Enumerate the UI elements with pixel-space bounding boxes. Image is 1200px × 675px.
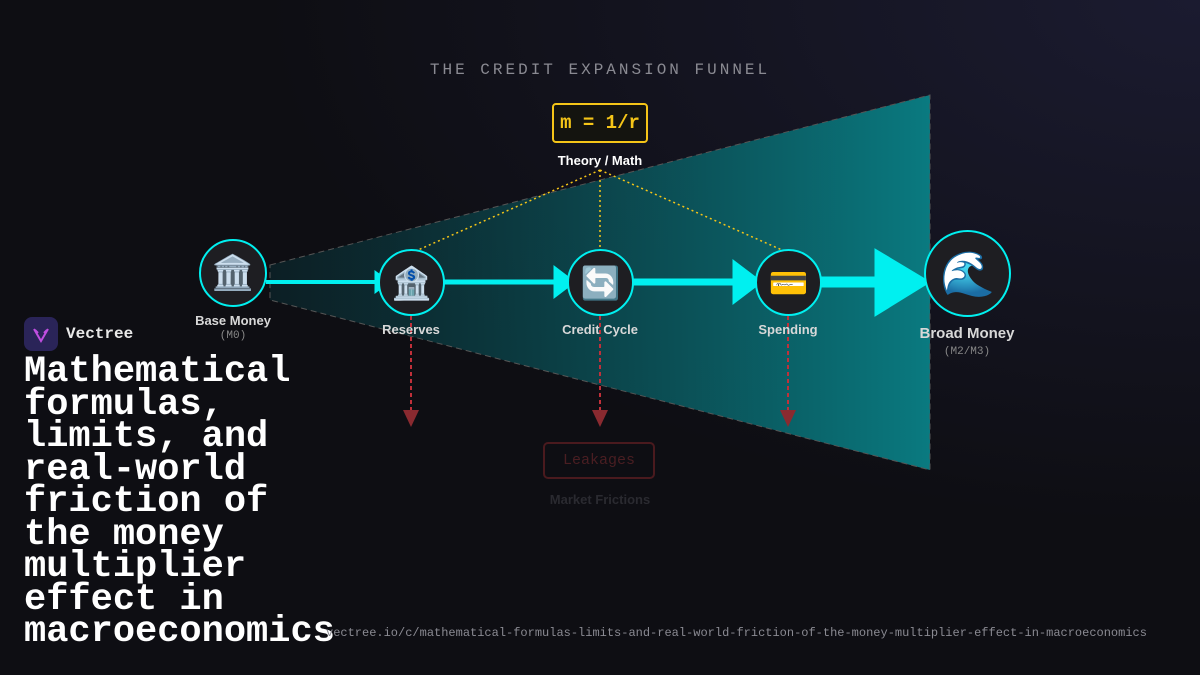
arrowhead: [732, 258, 763, 306]
node-sublabel: (M2/M3): [943, 346, 991, 358]
leakages-label: Market Frictions: [549, 492, 651, 507]
node-label: Broad Money: [919, 325, 1015, 342]
node-label: Base Money: [195, 313, 271, 328]
leakage-arrows: [403, 316, 796, 427]
credit-card-icon: 💳: [755, 249, 822, 316]
headline: Mathematical formulas, limits, and real-…: [24, 351, 335, 653]
cycle-arrows-icon: 🔄: [567, 249, 634, 316]
node-label: Credit Cycle: [562, 322, 638, 337]
brand-name: Vectree: [66, 325, 134, 343]
diagram-title: THE CREDIT EXPANSION FUNNEL: [429, 61, 771, 79]
formula-box: m = 1/r: [552, 103, 648, 143]
bank-icon: 🏦: [378, 249, 445, 316]
theory-links: [417, 169, 783, 251]
wave-icon: 🌊: [924, 230, 1011, 317]
formula-label: Theory / Math: [557, 153, 643, 168]
vectree-logo-icon: [24, 317, 58, 351]
classical-building-icon: 🏛️: [199, 239, 267, 307]
arrowhead: [553, 264, 576, 300]
leakages-box: Leakages: [543, 442, 655, 479]
node-label: Spending: [758, 322, 818, 337]
node-sublabel: (M0): [219, 330, 247, 342]
arrowhead: [874, 248, 931, 317]
page-url: vectree.io/c/mathematical-formulas-limit…: [326, 626, 1147, 640]
node-label: Reserves: [382, 322, 440, 337]
